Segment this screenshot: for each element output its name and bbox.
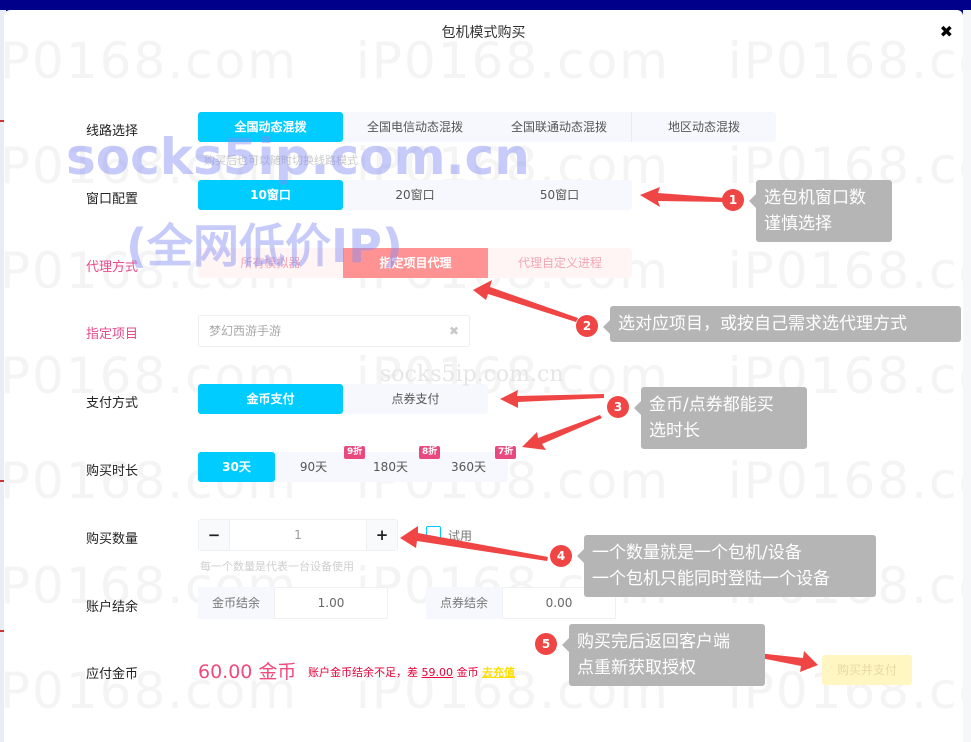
callout-2: 选对应项目，或按自己需求选代理方式 bbox=[603, 306, 961, 342]
total-label: 应付金币 bbox=[86, 667, 139, 682]
step-marker-1: 1 bbox=[722, 189, 744, 211]
step-marker-3: 3 bbox=[607, 396, 629, 418]
modal-title: 包机模式购买 bbox=[441, 25, 526, 41]
coupon-balance-label: 点券结余 bbox=[426, 587, 502, 619]
balance-label: 账户结余 bbox=[86, 600, 139, 615]
callout-5: 购买完后返回客户端 点重新获取授权 bbox=[562, 624, 765, 686]
discount-badge-90: 9折 bbox=[344, 446, 366, 459]
duration-option-90[interactable]: 90天 bbox=[299, 460, 328, 474]
payment-label: 支付方式 bbox=[86, 396, 139, 411]
duration-label: 购买时长 bbox=[86, 464, 139, 479]
gold-balance-value: 1.00 bbox=[274, 587, 388, 619]
step-marker-5: 5 bbox=[535, 633, 557, 655]
quantity-stepper: − 1 + bbox=[198, 519, 398, 551]
step-marker-2: 2 bbox=[576, 315, 598, 337]
clear-icon[interactable]: ✖ bbox=[448, 324, 459, 338]
line-label: 线路选择 bbox=[86, 124, 139, 139]
proxy-option-all-emulators[interactable]: 所有模拟器 bbox=[240, 256, 301, 270]
window-option-20[interactable]: 20窗口 bbox=[395, 188, 435, 202]
line-selector: 全国动态混拨 全国电信动态混拨 全国联通动态混拨 地区动态混拨 bbox=[198, 112, 776, 142]
increment-button[interactable]: + bbox=[367, 520, 397, 550]
window-option-10[interactable]: 10窗口 bbox=[198, 180, 343, 210]
quantity-label: 购买数量 bbox=[86, 532, 139, 547]
decrement-button[interactable]: − bbox=[199, 520, 229, 550]
payment-option-gold[interactable]: 金币支付 bbox=[198, 384, 343, 414]
trial-checkbox[interactable] bbox=[426, 526, 441, 541]
line-option-unicom[interactable]: 全国联通动态混拨 bbox=[510, 120, 607, 134]
insufficient-balance-warning: 账户金币结余不足，差 59.00 金币 去充值 bbox=[308, 666, 515, 679]
line-hint: 购买后也可以随时切换线路模式 bbox=[204, 154, 358, 167]
modal-scrollbar[interactable] bbox=[963, 10, 971, 742]
duration-option-30[interactable]: 30天 bbox=[198, 452, 275, 482]
buy-and-pay-button[interactable]: 购买并支付 bbox=[822, 655, 912, 685]
purchase-modal: iP0168.com iP0168.com iP0168.com iP0168.… bbox=[4, 10, 963, 742]
line-option-nationwide[interactable]: 全国动态混拨 bbox=[198, 112, 343, 142]
duration-option-360[interactable]: 360天 bbox=[451, 460, 486, 474]
shortfall-amount: 59.00 bbox=[421, 666, 454, 679]
discount-badge-360: 7折 bbox=[495, 446, 517, 459]
payment-selector: 金币支付 点券支付 bbox=[198, 384, 488, 414]
callout-4: 一个数量就是一个包机/设备 一个包机只能同时登陆一个设备 bbox=[577, 535, 876, 597]
background-app-strip bbox=[0, 10, 6, 742]
line-option-regional[interactable]: 地区动态混拨 bbox=[631, 112, 776, 142]
discount-badge-180: 8折 bbox=[419, 446, 441, 459]
callout-1: 选包机窗口数 谨慎选择 bbox=[749, 180, 892, 242]
gold-balance-label: 金币结余 bbox=[198, 587, 274, 619]
proxy-label: 代理方式 bbox=[86, 260, 139, 275]
project-value: 梦幻西游手游 bbox=[209, 324, 282, 338]
close-icon[interactable]: ✖ bbox=[939, 22, 953, 41]
recharge-link[interactable]: 去充值 bbox=[482, 666, 515, 679]
payment-option-coupon[interactable]: 点券支付 bbox=[391, 392, 440, 406]
duration-option-180[interactable]: 180天 bbox=[373, 460, 408, 474]
line-option-telecom[interactable]: 全国电信动态混拨 bbox=[366, 120, 463, 134]
gold-balance: 金币结余 1.00 bbox=[198, 587, 388, 619]
proxy-selector: 所有模拟器 指定项目代理 代理自定义进程 bbox=[198, 248, 632, 278]
proxy-option-custom-process[interactable]: 代理自定义进程 bbox=[517, 256, 602, 270]
window-label: 窗口配置 bbox=[86, 192, 139, 207]
step-marker-4: 4 bbox=[550, 545, 572, 567]
project-input[interactable]: 梦幻西游手游 ✖ bbox=[198, 315, 470, 347]
project-label: 指定项目 bbox=[86, 327, 139, 342]
proxy-option-project[interactable]: 指定项目代理 bbox=[343, 248, 488, 278]
total-amount: 60.00 金币 bbox=[198, 661, 297, 683]
quantity-hint: 每一个数量是代表一台设备使用 bbox=[200, 560, 354, 573]
quantity-input[interactable]: 1 bbox=[229, 520, 367, 550]
window-selector: 10窗口 20窗口 50窗口 bbox=[198, 180, 632, 210]
trial-label: 试用 bbox=[448, 529, 473, 543]
callout-3: 金币/点券都能买 选时长 bbox=[634, 387, 807, 449]
window-option-50[interactable]: 50窗口 bbox=[539, 188, 580, 202]
